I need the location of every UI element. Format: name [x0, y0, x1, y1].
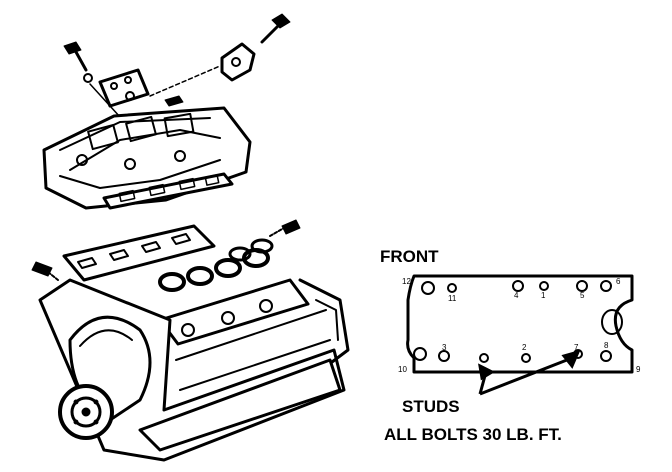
bolt-number: 7	[574, 343, 579, 352]
intake-manifold-assembly	[42, 13, 291, 210]
studs-label: STUDS	[402, 397, 460, 416]
valley-rocker-arms	[158, 238, 274, 292]
bolt-number: 12	[402, 277, 411, 286]
bolt-number: 5	[580, 291, 585, 300]
bolt-number: 2	[522, 343, 527, 352]
intake-gasket	[102, 172, 234, 210]
crankshaft-pulley	[58, 384, 114, 440]
bolt-number: 4	[514, 291, 519, 300]
bolt-number: 11	[448, 294, 457, 303]
bolt-number: 6	[616, 277, 621, 286]
bolt-numbers: 12 11 4 1 5 6 10 3 2 7 8 9	[398, 277, 641, 374]
bolt-sequence-diagram: FRONT 12 11 4 1 5 6 10 3	[380, 247, 641, 444]
studs-leader-arrows	[478, 349, 581, 396]
front-label: FRONT	[380, 247, 439, 266]
thermostat-housing	[220, 42, 256, 82]
manifold-bolt	[63, 41, 93, 83]
cylinder-head-right	[158, 278, 310, 346]
cylinder-head-left	[62, 224, 216, 282]
bolt-number: 1	[541, 291, 546, 300]
bolt-number: 9	[636, 365, 641, 374]
engine-block	[31, 219, 350, 462]
bolt-number: 8	[604, 341, 609, 350]
bolt-number: 10	[398, 365, 407, 374]
manifold-outline	[406, 274, 634, 374]
torque-spec-label: ALL BOLTS 30 LB. FT.	[384, 425, 562, 444]
bolt-number: 3	[442, 343, 447, 352]
thermostat-gasket	[98, 68, 150, 108]
thermostat-bolt	[260, 13, 291, 44]
bolt-holes	[413, 280, 612, 363]
